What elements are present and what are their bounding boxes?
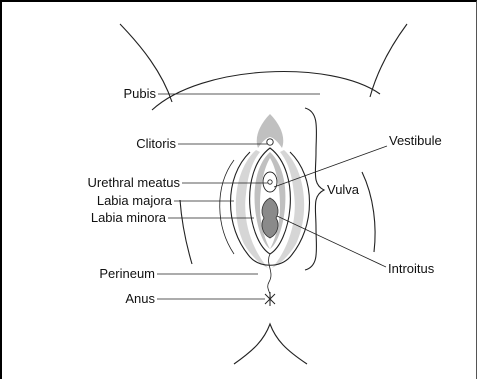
label-vestibule: Vestibule bbox=[389, 133, 442, 148]
vulva-bracket bbox=[305, 108, 324, 270]
label-urethral-meatus: Urethral meatus bbox=[88, 175, 181, 190]
label-perineum: Perineum bbox=[99, 266, 155, 281]
clitoris-glans bbox=[267, 139, 273, 145]
label-introitus: Introitus bbox=[388, 261, 435, 276]
vaginal-introitus bbox=[262, 198, 278, 238]
label-vulva: Vulva bbox=[327, 182, 360, 197]
label-clitoris: Clitoris bbox=[136, 136, 176, 151]
labia-majora-outer-left bbox=[220, 160, 234, 254]
perineum-curve bbox=[268, 254, 271, 298]
label-labia-majora: Labia majora bbox=[97, 193, 173, 208]
right-thigh-contour bbox=[370, 24, 407, 97]
buttocks-contour bbox=[234, 324, 307, 364]
anus-mark bbox=[265, 292, 275, 306]
urethral-opening bbox=[268, 180, 272, 184]
label-pubis: Pubis bbox=[123, 86, 156, 101]
left-leg-contour bbox=[180, 200, 192, 264]
right-leg-contour bbox=[362, 172, 375, 252]
label-anus: Anus bbox=[125, 291, 155, 306]
label-labia-minora: Labia minora bbox=[91, 210, 167, 225]
mons-pubis-contour bbox=[152, 72, 380, 110]
